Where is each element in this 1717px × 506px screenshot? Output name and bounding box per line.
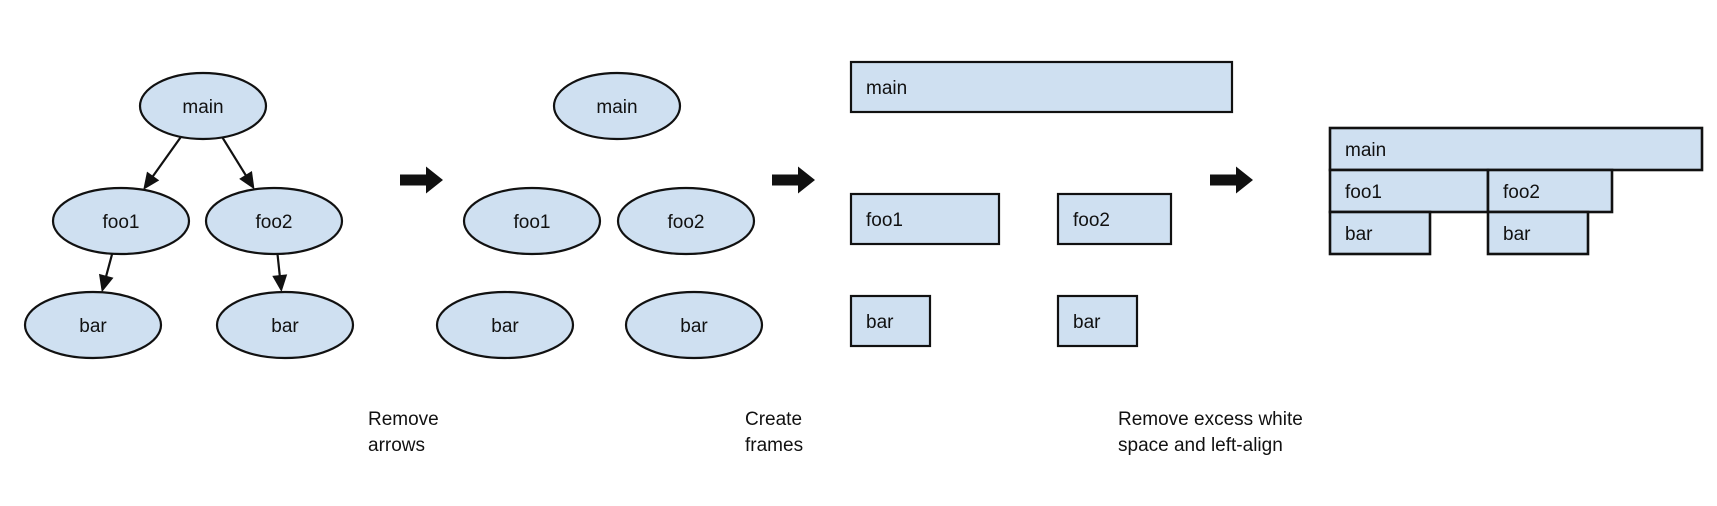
panel-no-arrows: main foo1 foo2 bar bar	[435, 71, 764, 360]
node-no-arrows-foo1[interactable]: foo1	[462, 186, 602, 256]
node-call-tree-bar-left[interactable]: bar	[23, 290, 163, 360]
node-no-arrows-bar-right[interactable]: bar	[624, 290, 764, 360]
rect-bar-right[interactable]	[1486, 210, 1590, 256]
node-frames-bar-right[interactable]: bar	[1056, 294, 1139, 348]
node-flame-graph-foo1[interactable]: foo1	[1328, 168, 1490, 214]
arrowhead-call-tree-main-to-foo2	[239, 170, 255, 190]
edge-call-tree-foo2-to-bar-right	[276, 253, 282, 279]
node-call-tree-foo2[interactable]: foo2	[204, 186, 344, 256]
step-arrow-1	[400, 166, 443, 194]
node-frames-foo2[interactable]: foo2	[1056, 192, 1173, 246]
caption-remove-arrows-line-1: Remove	[368, 409, 439, 430]
node-label-bar-left: bar	[79, 316, 107, 337]
node-label-bar-left: bar	[866, 312, 894, 333]
node-frames-bar-left[interactable]: bar	[849, 294, 932, 348]
ellipse-main[interactable]	[552, 71, 682, 141]
node-flame-graph-bar-right[interactable]: bar	[1486, 210, 1590, 256]
node-label-bar-right: bar	[1073, 312, 1101, 333]
step-arrow-2	[772, 166, 815, 194]
node-label-foo1: foo1	[103, 212, 140, 233]
caption-create-frames-line-1: Create	[745, 409, 802, 430]
node-label-bar-right: bar	[1503, 224, 1531, 245]
node-label-bar-right: bar	[271, 316, 299, 337]
ellipse-foo1[interactable]	[51, 186, 191, 256]
node-no-arrows-main[interactable]: main	[552, 71, 682, 141]
node-label-foo2: foo2	[1503, 182, 1540, 203]
caption-remove-excess-white-space-line-2: space and left-align	[1118, 435, 1283, 456]
ellipse-bar-right[interactable]	[624, 290, 764, 360]
arrowhead-call-tree-foo1-to-bar-left	[98, 273, 114, 293]
caption-remove-arrows: Remove arrows	[368, 409, 439, 456]
node-label-bar-left: bar	[1345, 224, 1373, 245]
node-label-foo1: foo1	[866, 210, 903, 231]
node-call-tree-foo1[interactable]: foo1	[51, 186, 191, 256]
panel-flame-graph: main foo1 foo2 bar bar	[1328, 126, 1704, 256]
ellipse-bar-left[interactable]	[23, 290, 163, 360]
rect-main[interactable]	[1328, 126, 1704, 172]
node-label-bar-right: bar	[680, 316, 708, 337]
rect-foo2[interactable]	[1056, 192, 1173, 246]
rect-bar-right[interactable]	[1056, 294, 1139, 348]
ellipse-bar-right[interactable]	[215, 290, 355, 360]
node-frames-foo1[interactable]: foo1	[849, 192, 1001, 246]
panel-frames: main foo1 foo2 bar bar	[849, 60, 1234, 348]
ellipse-foo2[interactable]	[616, 186, 756, 256]
rect-foo1[interactable]	[849, 192, 1001, 246]
node-label-main: main	[182, 97, 223, 118]
node-no-arrows-bar-left[interactable]: bar	[435, 290, 575, 360]
ellipse-main[interactable]	[138, 71, 268, 141]
node-no-arrows-foo2[interactable]: foo2	[616, 186, 756, 256]
node-call-tree-bar-right[interactable]: bar	[215, 290, 355, 360]
node-label-main: main	[866, 78, 907, 99]
node-label-bar-left: bar	[491, 316, 519, 337]
node-label-foo2: foo2	[256, 212, 293, 233]
ellipse-foo1[interactable]	[462, 186, 602, 256]
rect-main[interactable]	[849, 60, 1234, 114]
edge-call-tree-foo1-to-bar-left	[104, 253, 114, 280]
node-label-main: main	[596, 97, 637, 118]
step-arrow-3	[1210, 166, 1253, 194]
node-label-foo2: foo2	[1073, 210, 1110, 231]
node-call-tree-main[interactable]: main	[138, 71, 268, 141]
caption-remove-arrows-line-2: arrows	[368, 435, 425, 456]
node-label-foo1: foo1	[514, 212, 551, 233]
rect-bar-left[interactable]	[1328, 210, 1432, 256]
arrowhead-call-tree-main-to-foo1	[143, 171, 160, 190]
arrowhead-call-tree-foo2-to-bar-right	[272, 274, 288, 293]
ellipse-foo2[interactable]	[204, 186, 344, 256]
node-flame-graph-bar-left[interactable]: bar	[1328, 210, 1432, 256]
node-flame-graph-foo2[interactable]: foo2	[1486, 168, 1614, 214]
rect-bar-left[interactable]	[849, 294, 932, 348]
panel-call-tree: main foo1 foo2 bar bar	[23, 71, 355, 360]
node-label-foo2: foo2	[668, 212, 705, 233]
node-label-foo1: foo1	[1345, 182, 1382, 203]
node-label-main: main	[1345, 140, 1386, 161]
node-flame-graph-main[interactable]: main	[1328, 126, 1704, 172]
edge-call-tree-main-to-foo2	[221, 136, 249, 179]
caption-create-frames-line-2: frames	[745, 435, 803, 456]
node-frames-main[interactable]: main	[849, 60, 1234, 114]
caption-remove-excess-white-space-line-1: Remove excess white	[1118, 409, 1303, 430]
ellipse-bar-left[interactable]	[435, 290, 575, 360]
caption-create-frames: Create frames	[745, 409, 803, 456]
rect-foo1[interactable]	[1328, 168, 1490, 214]
edge-call-tree-main-to-foo1	[150, 136, 182, 180]
caption-remove-excess-white-space: Remove excess white space and left-align	[1118, 409, 1303, 456]
